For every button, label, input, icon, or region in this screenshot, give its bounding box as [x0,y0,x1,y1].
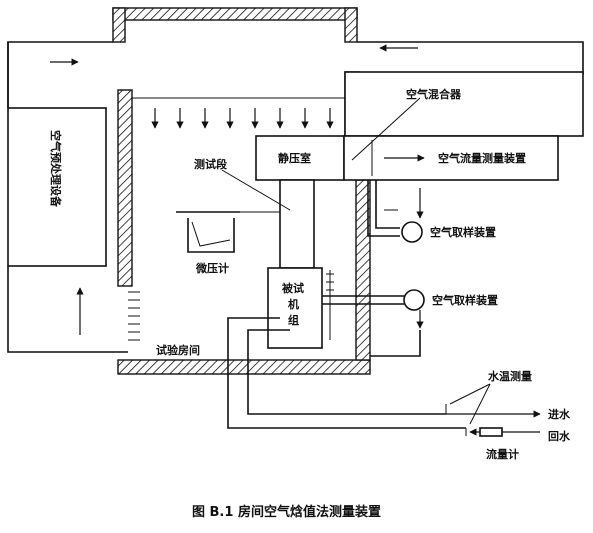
unit-label-part-3: 组 [288,313,299,327]
unit-label-part-2: 机 [288,297,299,311]
unit-label-part-1: 被试 [282,281,304,295]
sampling-piping [322,180,425,357]
test-room-walls [117,71,371,375]
airflow-measuring-device-label: 空气流量测量装置 [438,151,526,165]
test-section-label: 测试段 [194,157,227,171]
micromanometer-label: 微压计 [195,261,229,275]
water-inlet-label: 进水 [548,407,571,421]
test-section-duct [279,179,315,269]
supply-air-arrows [151,108,334,129]
test-room-label: 试验房间 [156,343,200,357]
figure-caption: 图 B.1 房间空气焓值法测量装置 [192,504,381,520]
static-pressure-chamber-label: 静压室 [278,151,311,165]
airflow-device-box [343,135,559,181]
unit-under-test-label: 被试 机 组 [282,281,308,327]
air-sampler-label-2: 空气取样装置 [432,293,498,307]
micromanometer-symbol [176,211,280,253]
water-temp-measurement-label: 水温测量 [488,369,532,383]
duct-loop [7,7,584,353]
water-lines [227,317,541,437]
pretreatment-box [7,107,107,267]
air-sampler-label-1: 空气取样装置 [430,225,496,239]
unit-under-test-box [267,267,323,349]
pretreatment-equipment-label: 空气预处理设备 [49,130,63,208]
flowmeter-label: 流量计 [486,447,519,461]
air-mixer-box [344,71,584,137]
water-return-label: 回水 [548,429,571,443]
air-mixer-label: 空气混合器 [406,87,462,101]
